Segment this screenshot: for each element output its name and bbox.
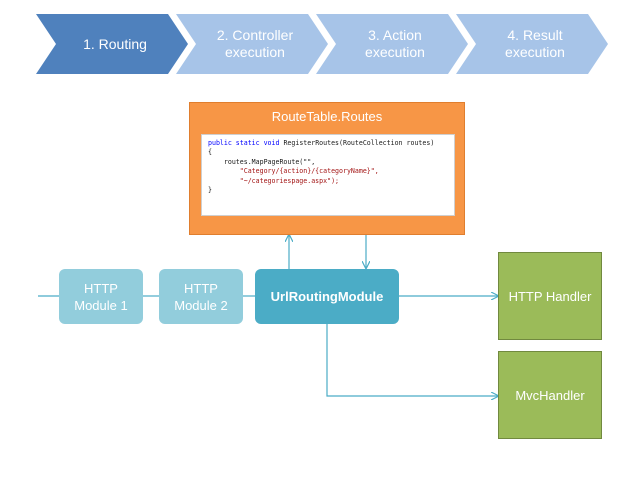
code-line-5: "~/categoriespage.aspx");: [208, 176, 340, 185]
http-module-2[interactable]: HTTP Module 2: [159, 269, 243, 324]
step-chevron-4[interactable]: [456, 14, 608, 74]
http-module-1[interactable]: HTTP Module 1: [59, 269, 143, 324]
route-code-snippet: public static void RegisterRoutes(RouteC…: [201, 134, 455, 216]
http-handler-box[interactable]: HTTP Handler: [498, 252, 602, 340]
code-keywords: public static void: [208, 139, 280, 147]
step-chevron-1[interactable]: [36, 14, 188, 74]
step-chevron-2[interactable]: [176, 14, 328, 74]
code-line-2: {: [208, 148, 212, 157]
url-routing-module[interactable]: UrlRoutingModule: [255, 269, 399, 324]
route-table-box: RouteTable.Routes public static void Reg…: [189, 102, 465, 235]
code-line-4: "Category/{action}/{categoryName}",: [208, 167, 379, 176]
step-chevron-3[interactable]: [316, 14, 468, 74]
arrow-url-to-mvchandler: [326, 323, 498, 396]
code-line-1-rest: RegisterRoutes(RouteCollection routes): [279, 139, 435, 147]
code-line-6: }: [208, 186, 212, 195]
route-table-title: RouteTable.Routes: [271, 109, 383, 124]
code-line-3: routes.MapPageRoute("",: [208, 157, 316, 166]
mvc-handler-box[interactable]: MvcHandler: [498, 351, 602, 439]
